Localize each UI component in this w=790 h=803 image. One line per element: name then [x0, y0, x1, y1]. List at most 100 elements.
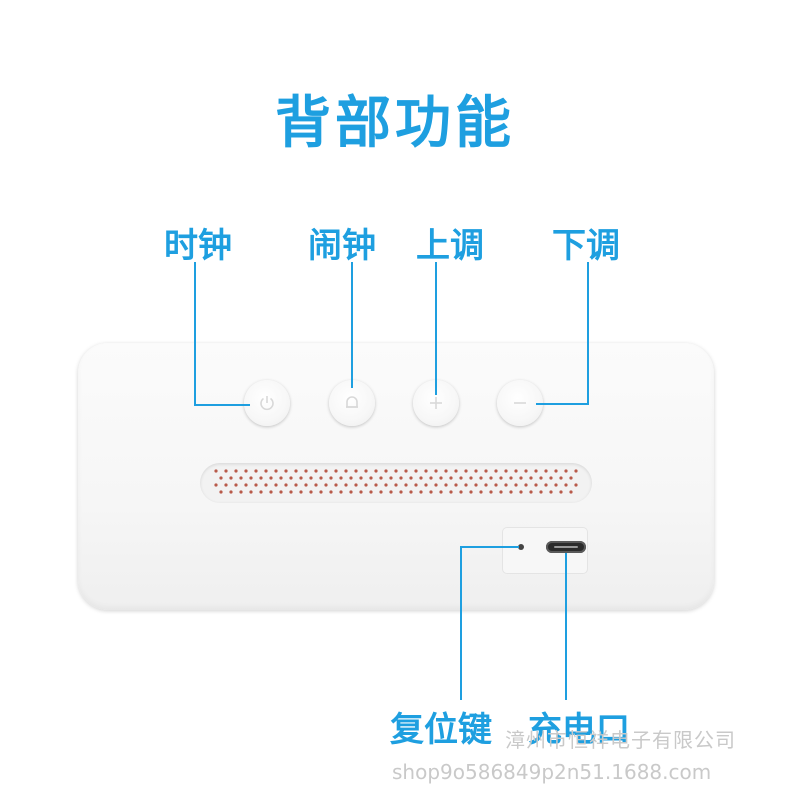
grille-hole: [354, 483, 358, 487]
grille-hole: [354, 469, 358, 473]
grille-hole: [444, 469, 448, 473]
grille-hole: [344, 483, 348, 487]
grille-hole: [304, 483, 308, 487]
callout-line-reset: [460, 546, 519, 700]
grille-hole: [344, 469, 348, 473]
grille-hole: [534, 469, 538, 473]
grille-hole: [399, 490, 403, 494]
grille-hole: [534, 483, 538, 487]
usb-c-port: [546, 541, 586, 553]
grille-hole: [544, 483, 548, 487]
grille-hole: [274, 469, 278, 473]
grille-hole: [459, 490, 463, 494]
grille-hole: [304, 469, 308, 473]
grille-hole: [269, 490, 273, 494]
grille-hole: [454, 483, 458, 487]
grille-hole: [274, 483, 278, 487]
grille-hole: [319, 490, 323, 494]
grille-hole: [554, 469, 558, 473]
grille-hole: [339, 476, 343, 480]
grille-hole: [474, 483, 478, 487]
grille-hole: [559, 490, 563, 494]
page-title: 背部功能: [275, 91, 515, 156]
grille-hole: [334, 483, 338, 487]
grille-hole: [419, 490, 423, 494]
grille-hole: [349, 476, 353, 480]
grille-hole: [449, 476, 453, 480]
grille-hole: [214, 483, 218, 487]
grille-hole: [574, 483, 578, 487]
grille-hole: [414, 483, 418, 487]
grille-hole: [299, 476, 303, 480]
grille-hole: [514, 483, 518, 487]
grille-hole: [329, 476, 333, 480]
grille-hole: [384, 469, 388, 473]
grille-hole: [404, 483, 408, 487]
grille-hole: [549, 476, 553, 480]
grille-hole: [509, 490, 513, 494]
grille-hole: [374, 483, 378, 487]
grille-hole: [224, 483, 228, 487]
grille-hole: [494, 483, 498, 487]
grille-hole: [309, 490, 313, 494]
label-clock: 时钟: [164, 226, 232, 266]
grille-hole: [544, 469, 548, 473]
speaker-grille: [200, 463, 592, 503]
grille-hole: [514, 469, 518, 473]
grille-hole: [259, 476, 263, 480]
grille-hole: [479, 476, 483, 480]
grille-hole: [379, 490, 383, 494]
grille-hole: [464, 483, 468, 487]
grille-hole: [529, 490, 533, 494]
grille-hole: [319, 476, 323, 480]
grille-hole: [314, 469, 318, 473]
grille-hole: [244, 483, 248, 487]
grille-hole: [299, 490, 303, 494]
grille-hole: [224, 469, 228, 473]
label-reset: 复位键: [390, 710, 492, 750]
grille-hole: [244, 469, 248, 473]
grille-hole: [474, 469, 478, 473]
grille-hole: [309, 476, 313, 480]
grille-hole: [374, 469, 378, 473]
grille-hole: [524, 483, 528, 487]
grille-hole: [539, 490, 543, 494]
grille-hole: [524, 469, 528, 473]
grille-hole: [489, 476, 493, 480]
grille-hole: [469, 476, 473, 480]
grille-hole: [324, 483, 328, 487]
reset-hole[interactable]: [518, 544, 524, 550]
grille-hole: [214, 469, 218, 473]
grille-hole: [434, 469, 438, 473]
grille-hole: [289, 490, 293, 494]
grille-hole: [559, 476, 563, 480]
grille-hole: [254, 469, 258, 473]
grille-hole: [529, 476, 533, 480]
grille-hole: [429, 490, 433, 494]
clock-button[interactable]: [244, 380, 290, 426]
grille-hole: [569, 476, 573, 480]
grille-hole: [519, 476, 523, 480]
grille-hole: [369, 490, 373, 494]
grille-hole: [494, 469, 498, 473]
grille-hole: [459, 476, 463, 480]
grille-hole: [394, 469, 398, 473]
plus-icon: [430, 397, 442, 409]
grille-hole: [264, 469, 268, 473]
grille-hole: [384, 483, 388, 487]
grille-hole: [349, 490, 353, 494]
grille-hole: [219, 476, 223, 480]
grille-hole: [439, 490, 443, 494]
grille-hole: [239, 490, 243, 494]
grille-hole: [254, 483, 258, 487]
down-button[interactable]: [497, 380, 543, 426]
grille-hole: [399, 476, 403, 480]
grille-hole: [339, 490, 343, 494]
grille-hole: [424, 469, 428, 473]
grille-hole: [279, 490, 283, 494]
label-alarm: 闹钟: [308, 226, 376, 266]
grille-hole: [469, 490, 473, 494]
minus-icon: [514, 402, 526, 404]
grille-hole: [389, 490, 393, 494]
watermark-shop: shop9o586849p2n51.1688.com: [392, 760, 712, 784]
